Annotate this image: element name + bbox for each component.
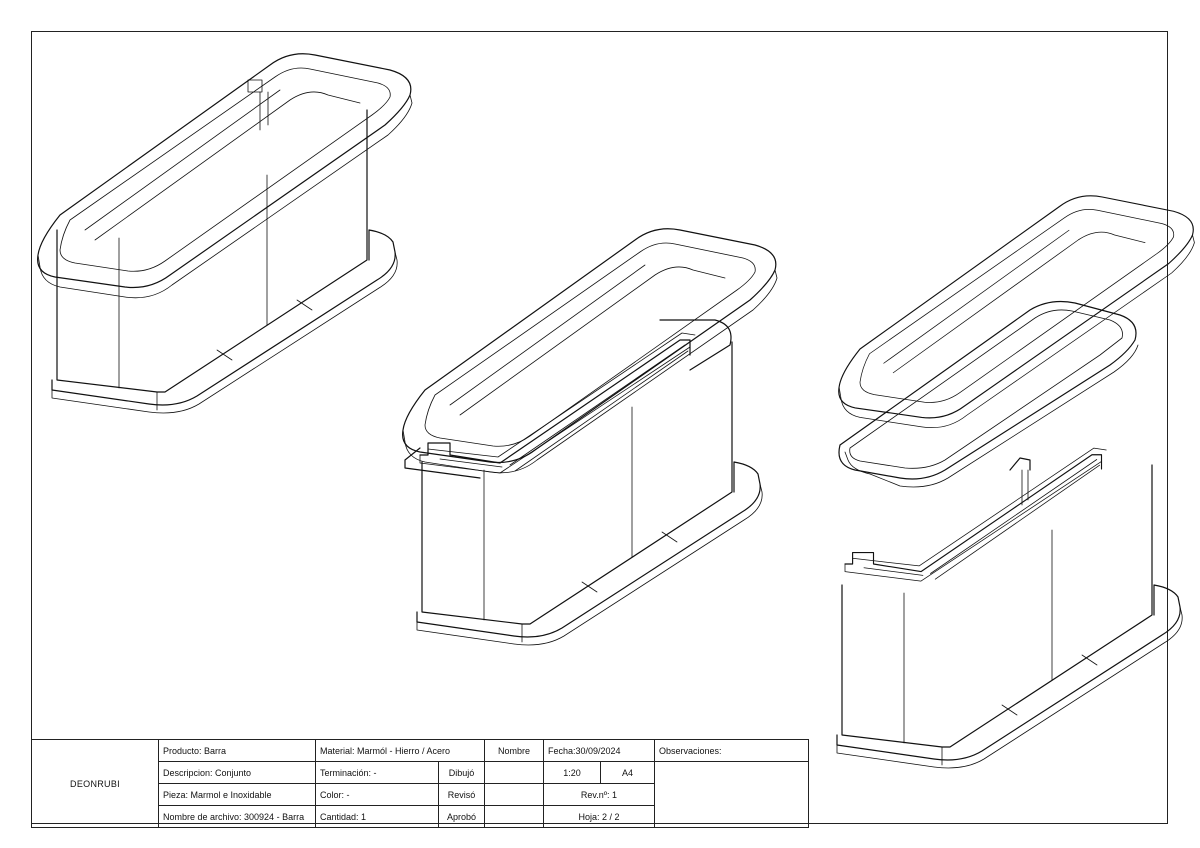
top-posts (1021, 469, 1029, 506)
terminacion-cell: Terminación: - (315, 761, 439, 784)
nombre-header-cell: Nombre (484, 739, 544, 762)
marble-slab-thickness (844, 344, 1139, 488)
observaciones-cell: Observaciones: (654, 739, 809, 762)
producto-cell: Producto: Barra (158, 739, 316, 762)
cantidad-cell: Cantidad: 1 (315, 805, 439, 828)
company-logo: DEONRUBI (31, 739, 159, 828)
formato-cell: A4 (600, 761, 655, 784)
hoja-cell: Hoja: 2 / 2 (543, 805, 655, 828)
reviso-cell: Revisó (438, 783, 485, 806)
aprobo-name-cell (484, 805, 544, 828)
support-posts (259, 91, 269, 131)
archivo-cell: Nombre de archivo: 300924 - Barra (158, 805, 316, 828)
revision-cell: Rev.nº: 1 (543, 783, 655, 806)
descripcion-cell: Descripcion: Conjunto (158, 761, 316, 784)
title-block: DEONRUBI Producto: Barra Material: Marmó… (31, 739, 809, 828)
frame-edge (404, 447, 481, 479)
observaciones-body-cell (654, 761, 809, 828)
material-cell: Material: Marmól - Hierro / Acero (315, 739, 485, 762)
assembled-view (37, 53, 413, 414)
aprobo-cell: Aprobó (438, 805, 485, 828)
frame-top-curve (659, 319, 732, 371)
reviso-name-cell (484, 783, 544, 806)
marble-slab (838, 300, 1137, 480)
fecha-cell: Fecha:30/09/2024 (543, 739, 655, 762)
bracket-detail (247, 79, 263, 93)
escala-cell: 1:20 (543, 761, 601, 784)
color-cell: Color: - (315, 783, 439, 806)
pieza-cell: Pieza: Marmol e Inoxidable (158, 783, 316, 806)
marble-slab-inner (849, 309, 1123, 469)
dibujo-cell: Dibujó (438, 761, 485, 784)
top-bracket (1009, 457, 1031, 471)
exploded-view (836, 195, 1195, 769)
partial-exploded-view (402, 228, 778, 646)
dibujo-name-cell (484, 761, 544, 784)
